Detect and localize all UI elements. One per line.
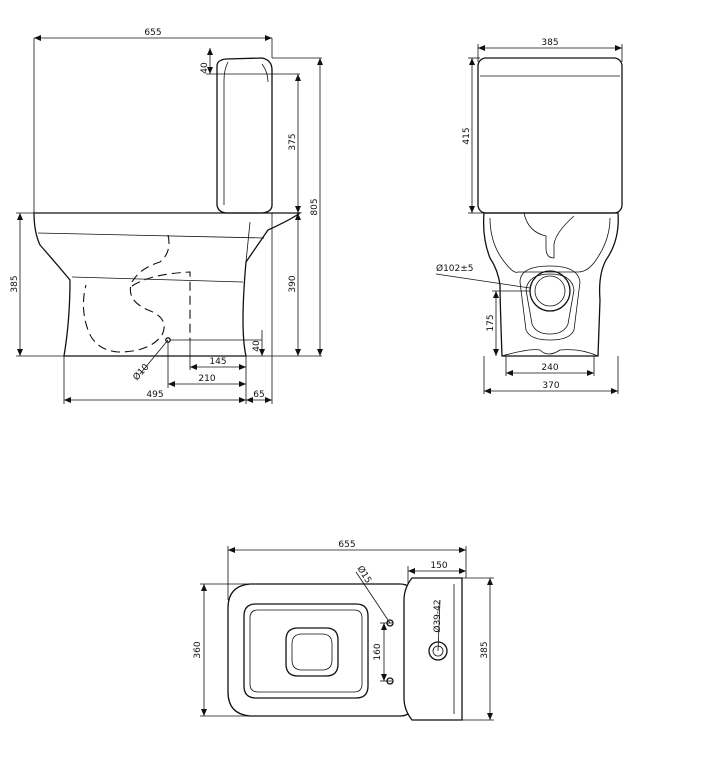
plan-seat-outline xyxy=(243,603,369,699)
plan-hole-diameter-label: Ø39-42 xyxy=(432,599,443,632)
side-cistern-height-label: 375 xyxy=(288,133,298,150)
side-base-495-label: 495 xyxy=(146,390,163,400)
front-outlet-outer xyxy=(529,270,571,312)
plan-fixing-spacing-label: 160 xyxy=(373,643,383,660)
front-width-label: 385 xyxy=(541,38,558,48)
side-cistern-outline xyxy=(216,57,273,214)
plan-view: 655 150 Ø15 Ø39-42 160 360 385 xyxy=(193,540,494,721)
side-total-height-label: 805 xyxy=(310,198,320,215)
plan-pan-width-label: 360 xyxy=(193,641,203,658)
side-fixing-diameter-label: Ø10 xyxy=(131,362,152,383)
plan-bowl-opening xyxy=(285,627,339,677)
front-cistern-outline xyxy=(477,57,623,214)
side-pan-height-left-label: 385 xyxy=(10,275,20,292)
side-view: 655 40 375 805 390 385 40 145 210 xyxy=(10,28,323,404)
side-pan-height-right-label: 390 xyxy=(288,275,298,292)
plan-width-label: 655 xyxy=(338,540,355,550)
front-outlet-height-label: 175 xyxy=(486,314,496,331)
plan-cistern-depth-label: 150 xyxy=(430,561,447,571)
side-fixing-145-label: 145 xyxy=(209,357,226,367)
side-pan-outline xyxy=(33,212,303,357)
front-outlet-diameter-label: Ø102±5 xyxy=(436,263,474,274)
side-cistern-top-label: 40 xyxy=(200,62,210,74)
front-view: 385 415 Ø102±5 175 240 370 xyxy=(435,38,623,394)
side-width-label: 655 xyxy=(144,28,161,38)
front-bowl-outline xyxy=(482,212,619,357)
side-clearance-label: 40 xyxy=(252,340,262,352)
side-base-65-label: 65 xyxy=(253,390,264,400)
side-trap-dashed xyxy=(82,234,170,353)
front-outlet-inner xyxy=(534,275,566,307)
front-cistern-height-label: 415 xyxy=(462,127,472,144)
plan-cistern-width-label: 385 xyxy=(480,641,490,658)
front-base-outer-label: 370 xyxy=(542,381,559,391)
front-base-inner-label: 240 xyxy=(541,363,558,373)
side-fixing-210-label: 210 xyxy=(198,374,215,384)
